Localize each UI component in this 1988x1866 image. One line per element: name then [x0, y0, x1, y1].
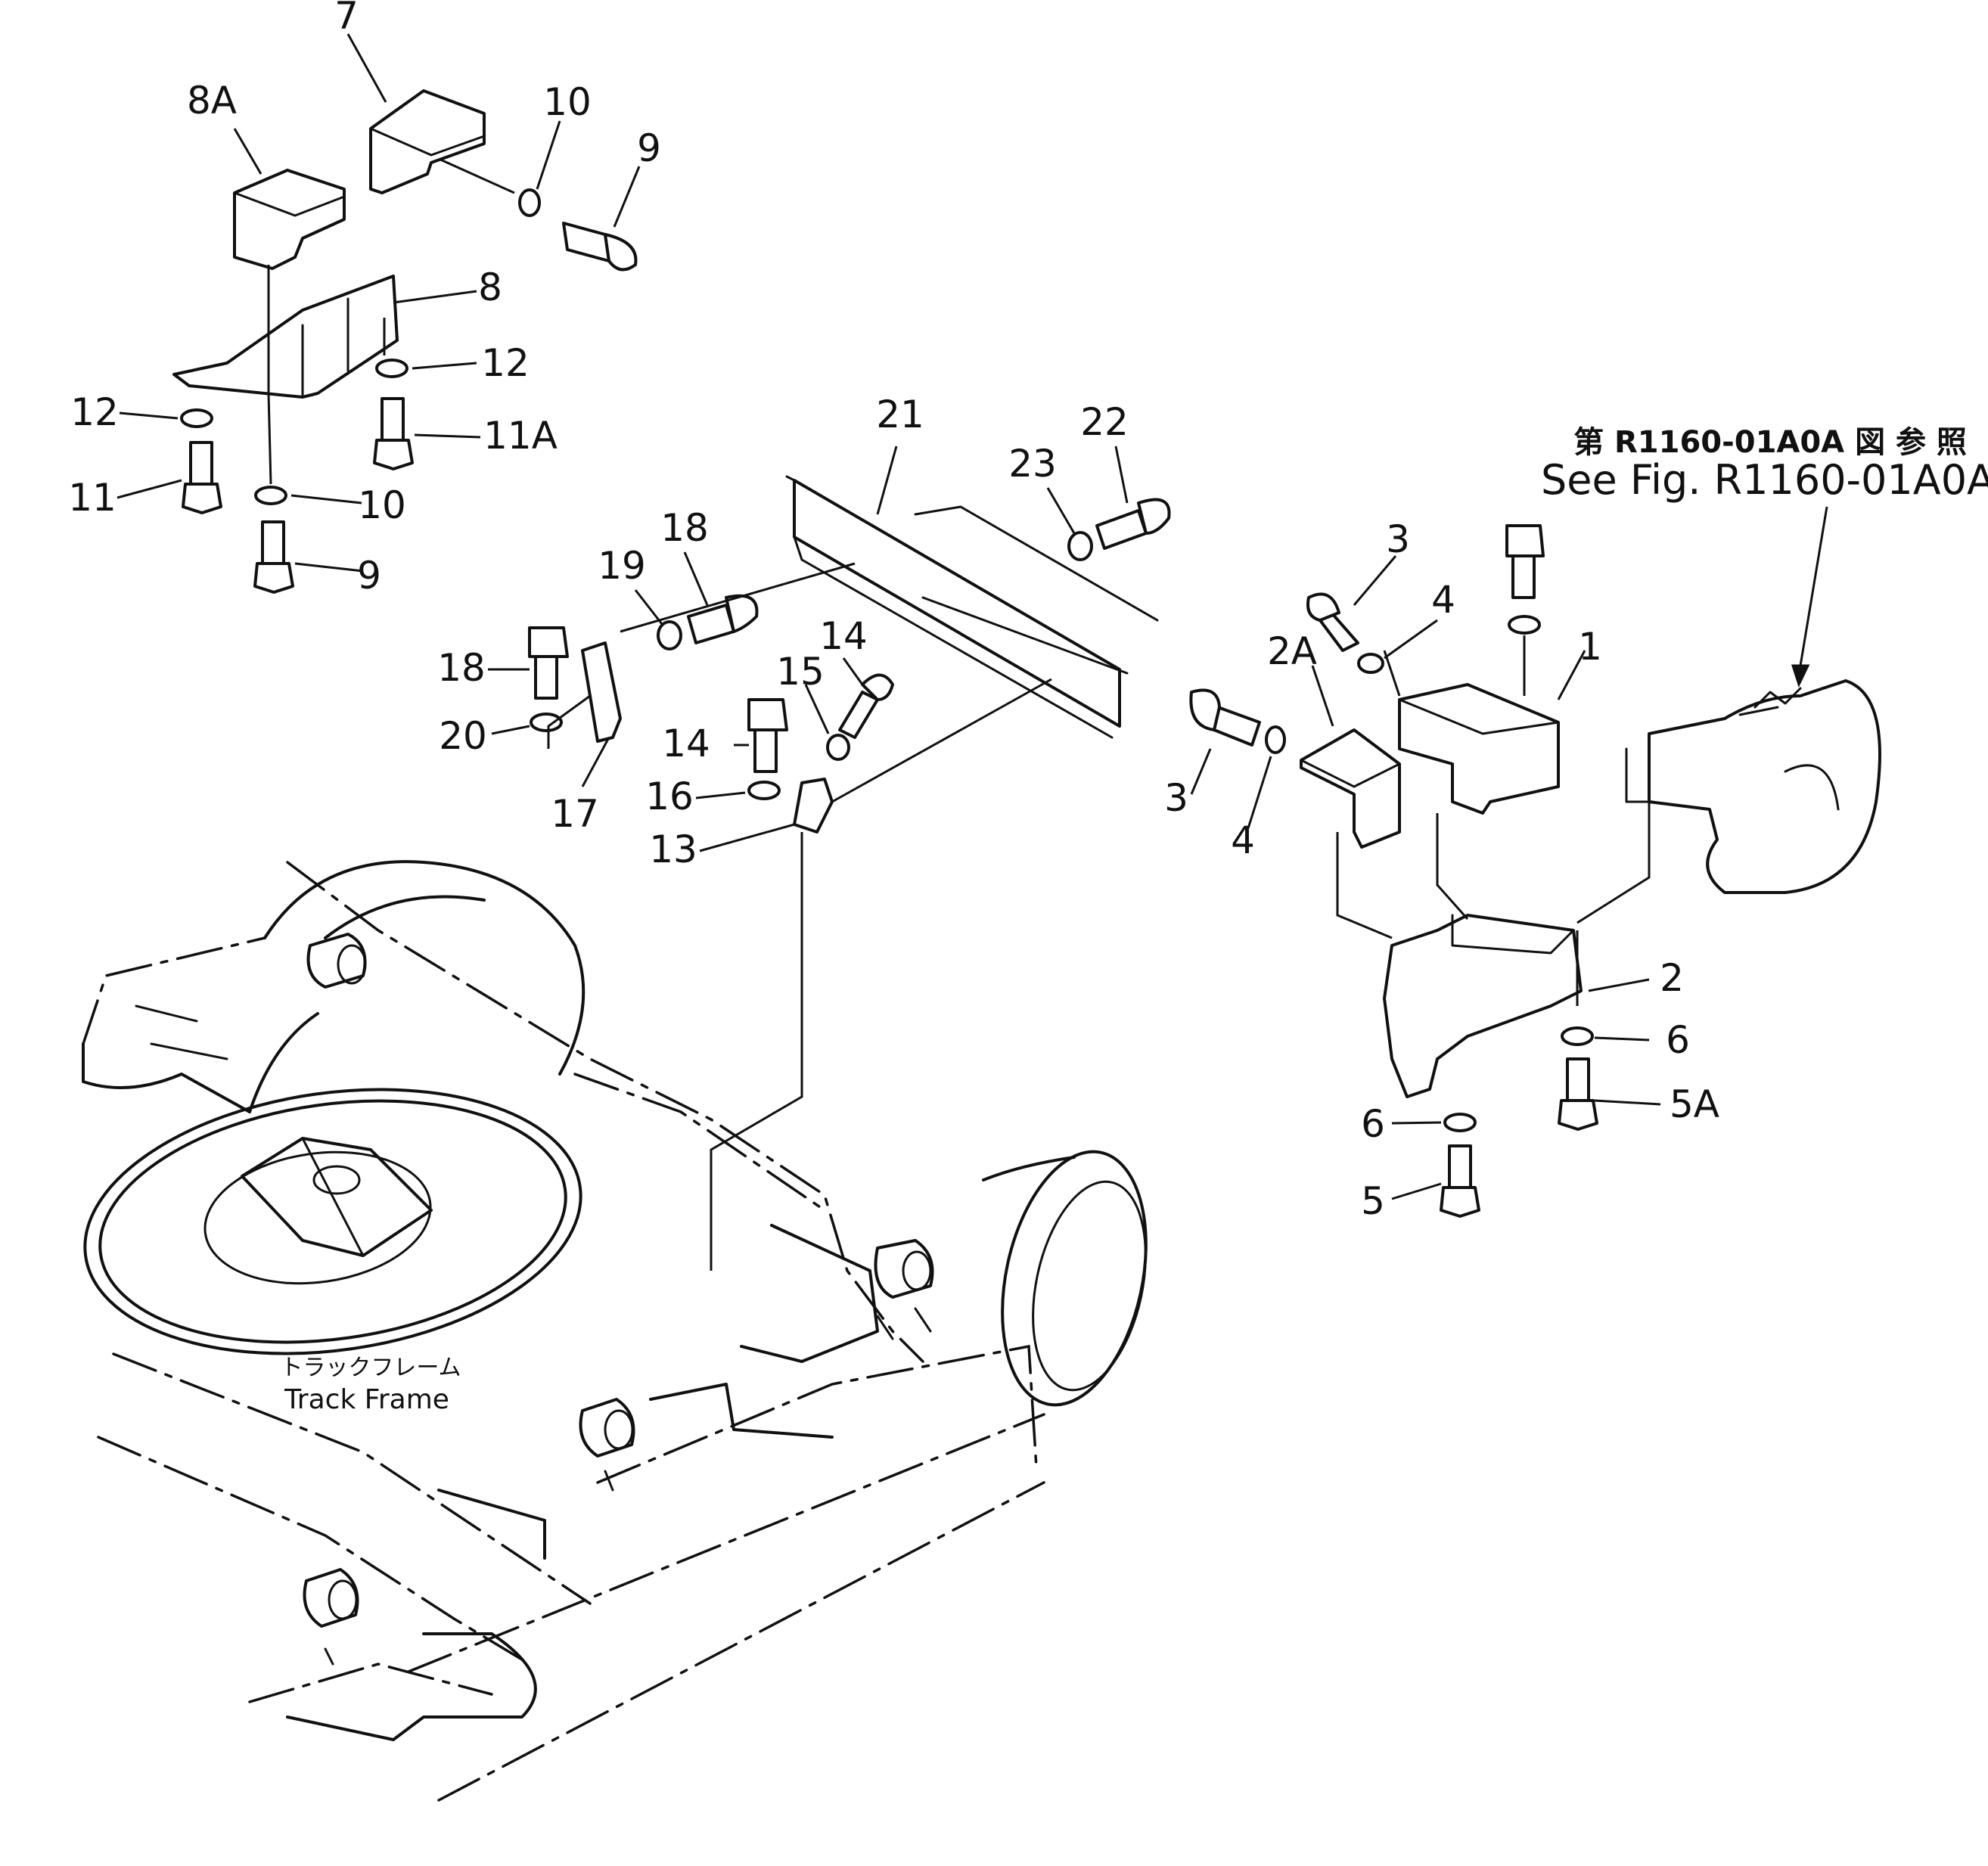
bolt-9b: [253, 520, 294, 594]
washer-10b: [254, 486, 287, 505]
label-19: 19: [598, 544, 646, 588]
label-21: 21: [876, 393, 924, 436]
label-15: 15: [776, 650, 825, 694]
bolt-11a: [373, 397, 414, 470]
bracket-13: [793, 778, 834, 834]
label-8: 8: [478, 265, 502, 309]
boss-top: [306, 933, 367, 989]
washer-4b: [1265, 725, 1286, 754]
label-12a: 12: [481, 341, 530, 385]
label-3b: 3: [1164, 776, 1188, 820]
label-14b: 14: [662, 722, 710, 765]
bolt-11: [182, 441, 222, 514]
label-2: 2: [1660, 956, 1684, 1000]
label-22: 22: [1080, 400, 1129, 444]
label-10a: 10: [543, 80, 592, 124]
reference-duct: [1648, 679, 1881, 894]
label-7: 7: [334, 0, 359, 38]
bracket-8: [172, 275, 399, 399]
track-frame-label-en: Track Frame: [284, 1384, 449, 1415]
washer-16: [747, 781, 781, 800]
bolt-top-right: [1505, 524, 1545, 599]
leader-lines: [116, 33, 1661, 1200]
cover-2a: [1300, 728, 1401, 849]
bolt-3a: [1306, 592, 1359, 652]
bolt-22: [1095, 498, 1171, 550]
washer-top-right: [1508, 615, 1541, 635]
cover-8a: [233, 169, 346, 270]
bracket-2: [1383, 914, 1583, 1098]
reference-note-jp: 第 R1160-01A0A 図 参 照: [1573, 425, 1967, 460]
track-frame-label-jp: トラックフレーム: [280, 1355, 461, 1381]
label-4a: 4: [1431, 578, 1455, 622]
label-6b: 6: [1361, 1102, 1385, 1146]
bracket-17: [581, 641, 622, 743]
washer-12b: [180, 408, 213, 428]
label-20: 20: [439, 714, 487, 758]
washer-6a: [1561, 1026, 1594, 1046]
boss-center: [579, 1398, 635, 1458]
boss-right: [874, 1239, 934, 1299]
cover-7: [369, 89, 486, 194]
plate-group-center: [528, 475, 1171, 1271]
bolt-14b: [747, 698, 788, 773]
washer-6b: [1443, 1113, 1477, 1132]
cover-group-left: [172, 89, 638, 594]
label-5: 5: [1361, 1179, 1385, 1223]
label-9a: 9: [637, 126, 661, 170]
plate-21: [793, 479, 1121, 728]
washer-23: [1067, 531, 1093, 561]
label-11a: 11A: [483, 414, 558, 458]
washer-4a: [1357, 653, 1384, 674]
label-16: 16: [645, 775, 694, 818]
bolt-3b: [1189, 688, 1261, 747]
label-1: 1: [1578, 625, 1602, 669]
label-18b: 18: [437, 646, 486, 690]
label-8a: 8A: [187, 79, 237, 123]
bolt-14a: [838, 673, 894, 739]
reference-note-en: See Fig. R1160-01A0A: [1541, 456, 1988, 504]
bolt-18b: [528, 626, 569, 700]
washer-15: [826, 734, 850, 761]
cover-1: [1398, 683, 1560, 815]
label-3a: 3: [1386, 517, 1410, 561]
bolt-5a: [1558, 1057, 1598, 1131]
label-2a: 2A: [1267, 629, 1317, 673]
label-6a: 6: [1666, 1018, 1690, 1062]
washer-10a: [518, 188, 541, 217]
washer-20: [530, 713, 563, 732]
label-17: 17: [551, 792, 599, 836]
cover-group-right: [1189, 506, 1881, 1218]
bolt-5: [1440, 1144, 1480, 1218]
label-5a: 5A: [1670, 1082, 1719, 1126]
label-4b: 4: [1231, 818, 1255, 862]
part-labels: 7 8A 10 9 8 12 12 11A 11 10 9 21 22 23 1…: [68, 0, 1719, 1223]
label-13: 13: [649, 827, 697, 871]
label-23: 23: [1008, 442, 1057, 486]
label-14a: 14: [819, 614, 868, 658]
washer-12a: [375, 359, 408, 378]
label-10b: 10: [358, 483, 406, 527]
label-9b: 9: [357, 554, 381, 598]
label-18a: 18: [660, 506, 709, 550]
washer-19: [657, 620, 682, 650]
bolt-9a: [562, 222, 638, 272]
boss-bottom: [303, 1568, 359, 1628]
label-12b: 12: [70, 390, 119, 434]
label-11: 11: [68, 476, 116, 520]
track-frame-drawing: [82, 860, 1148, 1802]
